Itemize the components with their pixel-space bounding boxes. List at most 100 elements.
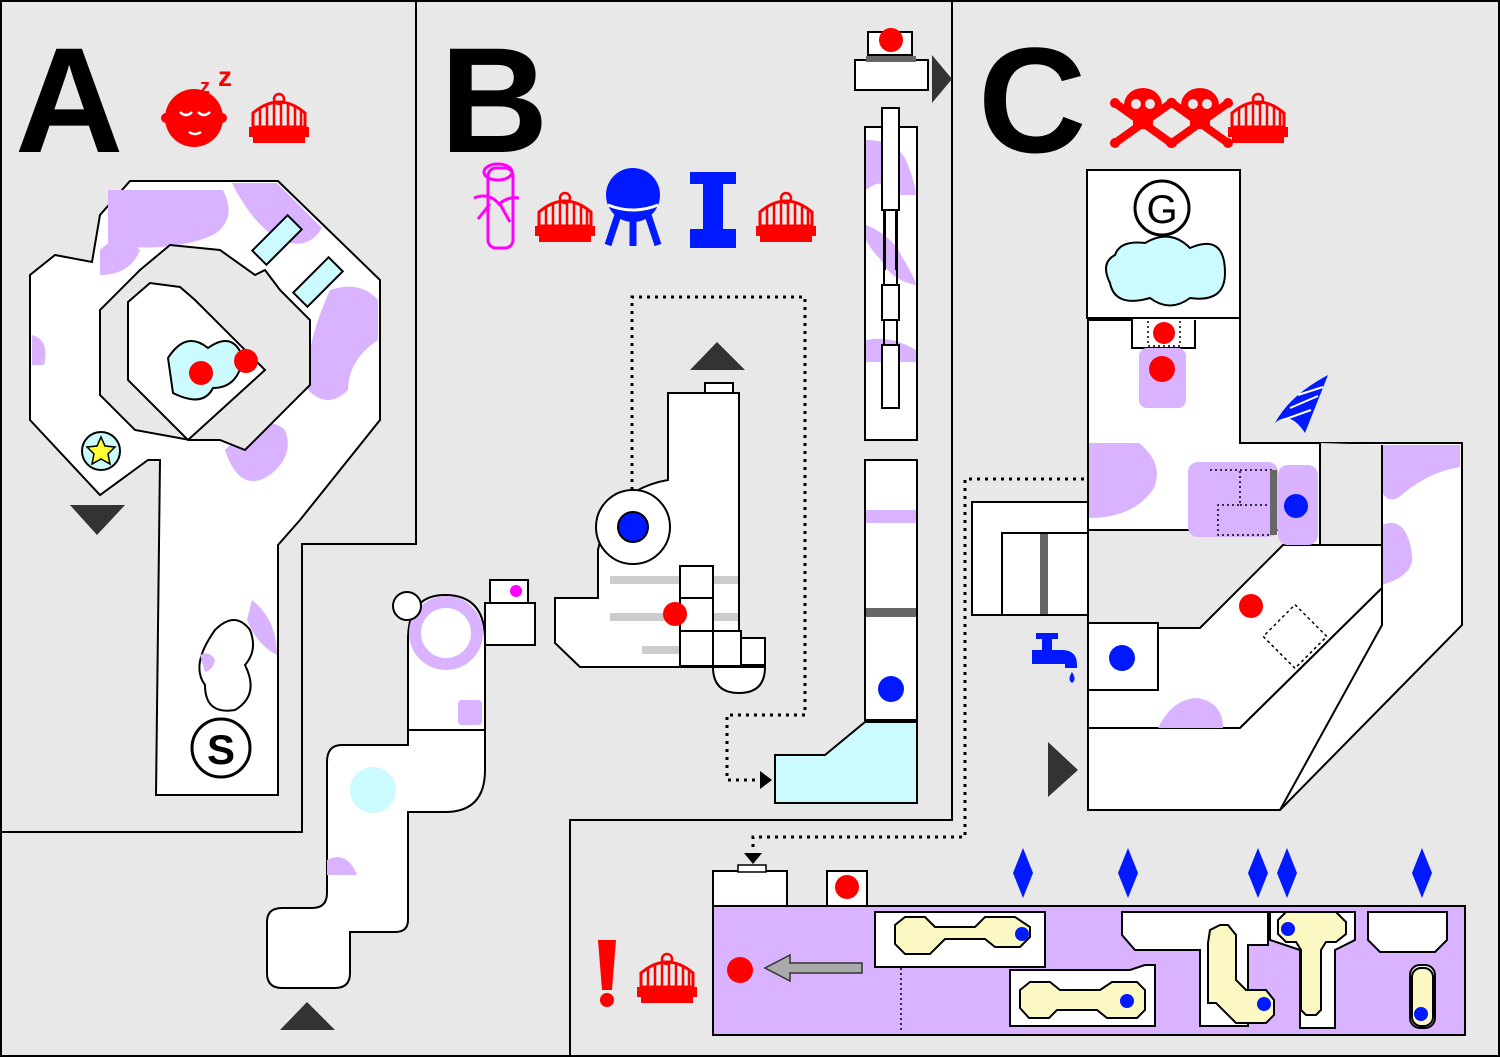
bomb-robot-icon <box>604 168 662 247</box>
section-c-label: C <box>978 16 1086 184</box>
purple-zone <box>1188 462 1278 537</box>
up-arrow-icon[interactable] <box>280 1002 335 1030</box>
red-dot-icon <box>1149 356 1175 382</box>
red-dot-icon <box>1153 322 1175 344</box>
purple-zone <box>1089 443 1157 518</box>
exit-base <box>854 59 929 91</box>
blue-dot-icon <box>878 676 904 702</box>
birdcage-icon <box>1226 92 1290 145</box>
sleep-z-small: z <box>200 76 210 98</box>
path-arrowhead <box>760 771 772 789</box>
cone-shell-icon <box>1275 375 1328 433</box>
blue-diamond-icon <box>1013 848 1033 898</box>
area-c-wall <box>1319 443 1383 546</box>
purple-zone <box>307 286 378 400</box>
blue-dot-icon <box>1414 1007 1428 1021</box>
purple-zone <box>1382 523 1413 585</box>
pillar-icon <box>690 172 736 248</box>
water-room <box>774 721 918 804</box>
up-arrow-icon[interactable] <box>690 342 745 370</box>
birdcage-icon <box>754 191 818 244</box>
grey-gate <box>866 608 916 617</box>
red-dot-icon <box>663 602 687 626</box>
section-b: B <box>266 16 952 1030</box>
section-a: A z z S <box>15 16 381 796</box>
puzzle-slot <box>1367 911 1448 953</box>
purple-band <box>866 510 916 523</box>
purple-zone <box>200 653 215 672</box>
blue-diamond-icon <box>1412 848 1432 898</box>
purple-zone <box>866 225 916 285</box>
crate <box>679 630 714 667</box>
scroll-icon <box>473 162 520 250</box>
small-knob <box>392 591 422 621</box>
purple-zone <box>1382 445 1460 500</box>
exclamation-icon <box>598 940 616 1007</box>
sand-block <box>1207 924 1275 1024</box>
ring-pad <box>409 596 483 670</box>
blue-diamond-icon <box>1277 848 1297 898</box>
section-b-label: B <box>440 16 548 184</box>
entry-box-top <box>737 864 767 873</box>
blue-dot-icon <box>1257 997 1271 1011</box>
switch-box <box>489 579 529 604</box>
right-arrow-icon[interactable] <box>1048 742 1078 797</box>
star-shape <box>85 435 117 466</box>
goal-marker <box>1133 179 1191 237</box>
red-dot-icon <box>835 875 859 899</box>
dotted-box <box>1147 317 1181 347</box>
birdcage-icon <box>635 952 699 1005</box>
semicircle-ledge <box>711 666 767 695</box>
grey-gate <box>1040 534 1048 614</box>
exit-base-bar <box>866 56 916 62</box>
water-pool <box>1105 235 1227 307</box>
sand-block <box>1277 911 1347 1016</box>
crate <box>712 630 742 667</box>
blue-diamond-icon <box>1248 848 1268 898</box>
red-dot-icon <box>189 361 213 385</box>
skull-crossbones-icon <box>1167 88 1233 148</box>
sleeping-face-icon: z z <box>161 61 232 147</box>
sleep-z-large: z <box>218 61 232 92</box>
blue-dot-icon <box>1284 494 1308 518</box>
purple-zone <box>1158 698 1223 728</box>
start-label: S <box>207 726 235 773</box>
water-tile <box>291 255 345 309</box>
purple-zone <box>247 600 277 655</box>
secret-path <box>751 477 1196 850</box>
right-arrow-icon[interactable] <box>932 55 952 103</box>
purple-zone <box>108 190 229 248</box>
blue-dot-icon <box>1120 994 1134 1008</box>
red-dot-icon <box>1239 594 1263 618</box>
path-arrowhead <box>744 853 762 864</box>
entry-box <box>712 870 788 907</box>
magenta-dot-icon <box>510 585 522 597</box>
purple-zone <box>100 240 140 275</box>
birdcage-icon <box>247 92 311 145</box>
down-arrow-icon[interactable] <box>70 505 125 535</box>
area-c-diag-wall <box>1087 544 1383 729</box>
side-ledge <box>484 602 536 646</box>
section-c: C G <box>598 16 1466 1036</box>
crate <box>679 565 714 599</box>
bean-pit <box>198 619 255 712</box>
rail-pillar <box>881 344 900 409</box>
red-dot-icon <box>727 957 753 983</box>
dotted-box <box>1262 603 1328 670</box>
area-c-bottom <box>1087 585 1383 811</box>
start-marker <box>190 717 252 779</box>
section-a-border <box>0 0 417 833</box>
left-arrow-icon <box>763 953 863 983</box>
red-dot-icon <box>234 349 258 373</box>
red-dot-icon <box>879 28 903 52</box>
purple-zone <box>32 335 46 365</box>
skull-crossbones-icon <box>1110 88 1176 148</box>
blue-dot-icon <box>1109 645 1135 671</box>
purple-tile <box>458 700 482 725</box>
blue-dot-icon <box>1281 922 1295 936</box>
purple-zone <box>327 857 357 875</box>
section-b-border <box>415 0 953 1057</box>
section-a-label: A <box>15 16 123 184</box>
vent-top <box>704 382 734 394</box>
